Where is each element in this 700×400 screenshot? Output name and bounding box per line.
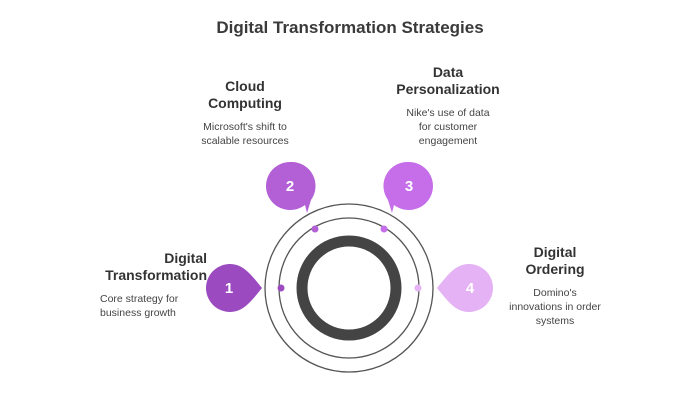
node-4-number: 4 [466,280,475,297]
label-3-desc: Nike's use of data for customer engageme… [383,106,513,148]
core-ring [296,235,402,341]
label-1-desc: Core strategy for business growth [100,292,207,320]
label-1: Digital Transformation Core strategy for… [82,250,207,320]
heading-line: Data [432,64,464,80]
desc-line: Domino's [533,287,577,299]
desc-line: systems [535,315,575,327]
node-1[interactable]: 1 [206,264,262,312]
desc-line: Core strategy for [100,293,179,305]
desc-line: Nike's use of data [406,107,490,119]
node-2-number: 2 [286,178,294,195]
connector-dot-1 [277,284,285,292]
desc-line: Microsoft's shift to [203,121,287,133]
heading-line: Cloud [225,78,265,94]
label-3: Data Personalization Nike's use of data … [383,64,513,148]
node-1-number: 1 [225,280,233,297]
heading-line: Digital [533,244,577,260]
heading-line: Personalization [396,81,500,97]
heading-line: Transformation [105,267,207,283]
desc-line: engagement [418,135,478,147]
label-4: Digital Ordering Domino's innovations in… [495,244,615,328]
label-4-desc: Domino's innovations in order systems [495,286,615,328]
node-4[interactable]: 4 [437,264,493,312]
node-3-number: 3 [405,178,413,195]
page-title: Digital Transformation Strategies [216,18,484,37]
label-4-heading: Digital Ordering [495,244,615,278]
label-1-heading: Digital Transformation [82,250,207,284]
desc-line: for customer [418,121,478,133]
label-3-heading: Data Personalization [383,64,513,98]
desc-line: business growth [100,307,176,319]
desc-line: scalable resources [201,135,289,147]
node-3[interactable]: 3 [383,161,433,213]
outer-ring [264,203,434,373]
node-2[interactable]: 2 [266,161,316,213]
connector-dot-4 [414,284,422,292]
connector-dot-3 [380,225,388,233]
label-2: Cloud Computing Microsoft's shift to sca… [180,78,310,148]
heading-line: Computing [208,95,282,111]
label-2-desc: Microsoft's shift to scalable resources [180,120,310,148]
connector-dot-2 [311,225,319,233]
heading-line: Ordering [525,261,585,277]
label-2-heading: Cloud Computing [180,78,310,112]
desc-line: innovations in order [509,301,601,313]
heading-line: Digital [164,250,207,266]
